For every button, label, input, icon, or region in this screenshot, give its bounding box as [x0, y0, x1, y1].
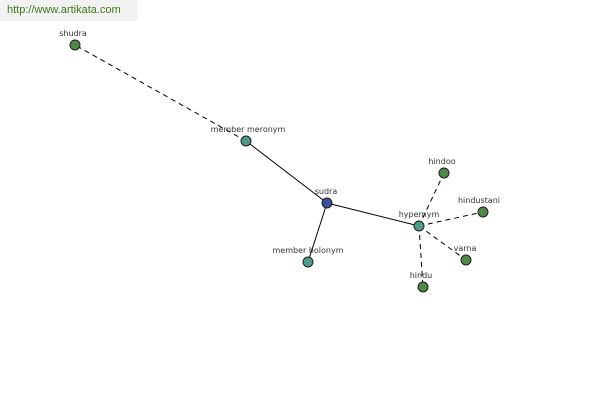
labels-layer: sudra member meronym member holonym hyperny…	[59, 29, 500, 280]
edges-layer	[74, 44, 484, 288]
edge-sudra-to-member-holonym	[307, 202, 328, 263]
node-label-sudra: sudra	[315, 187, 338, 196]
node-label-hindu: hindu	[410, 271, 433, 280]
node-label-shudra: shudra	[59, 29, 87, 38]
node-shudra[interactable]	[69, 39, 81, 51]
edge-hypernym-to-varna	[418, 225, 467, 261]
node-member-holonym[interactable]	[302, 256, 314, 268]
node-label-member-holonym: member holonym	[272, 246, 343, 255]
node-varna[interactable]	[460, 254, 472, 266]
node-label-member-meronym: member meronym	[211, 125, 286, 134]
edge-hypernym-to-hindustani	[418, 211, 484, 227]
edge-sudra-to-member-meronym	[245, 140, 328, 204]
node-sudra[interactable]	[321, 197, 333, 209]
node-hypernym[interactable]	[413, 220, 425, 232]
node-hindoo[interactable]	[438, 167, 450, 179]
nodes-layer	[69, 39, 489, 293]
node-label-hindustani: hindustani	[458, 196, 500, 205]
watermark-url: http://www.artikata.com	[0, 0, 138, 21]
edge-sudra-to-hypernym	[326, 202, 420, 227]
node-label-varna: varna	[454, 244, 477, 253]
edge-member-meronym-to-shudra	[74, 44, 247, 142]
node-member-meronym[interactable]	[240, 135, 252, 147]
node-label-hypernym: hypernym	[399, 210, 440, 219]
edge-hypernym-to-hindoo	[418, 172, 445, 227]
node-hindustani[interactable]	[477, 206, 489, 218]
node-label-hindoo: hindoo	[428, 157, 455, 166]
node-hindu[interactable]	[417, 281, 429, 293]
edge-hypernym-to-hindu	[418, 225, 424, 288]
